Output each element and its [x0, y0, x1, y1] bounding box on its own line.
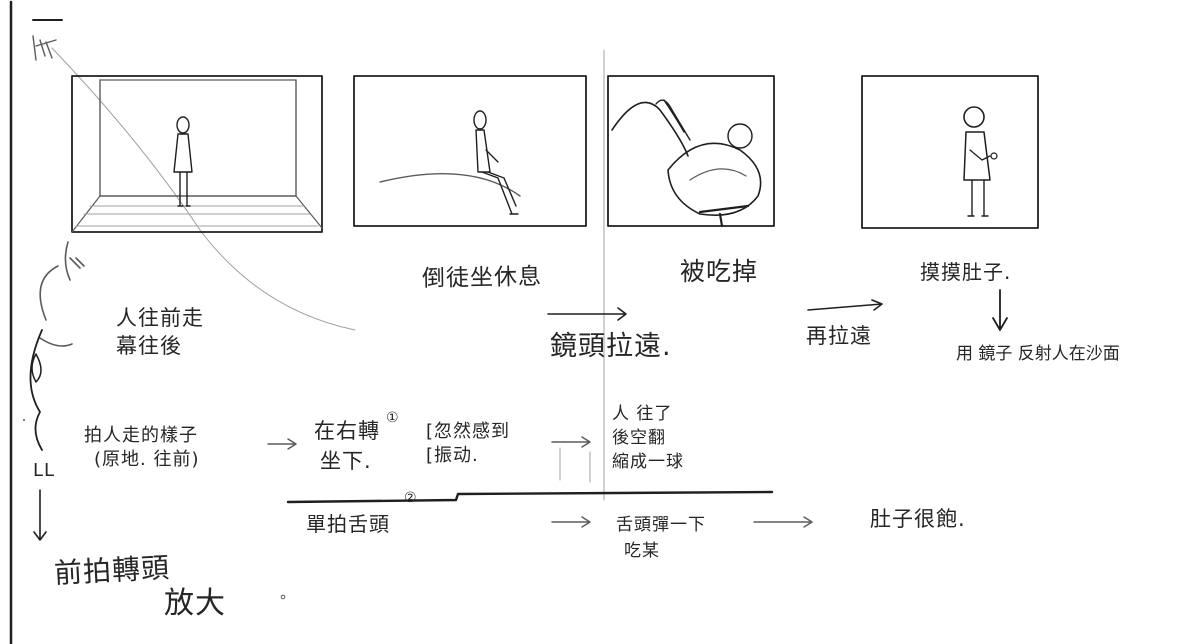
note-camera-pull: 鏡頭拉遠. [550, 331, 672, 362]
marker-1: ① [386, 410, 400, 426]
marker-2: ② [404, 490, 418, 506]
sitting-figure [473, 110, 519, 215]
note-walk-forward-line-1: 人往前走 [116, 306, 204, 330]
note-tongue-line-2: 吃某 [624, 541, 660, 561]
note-suddenly-line-2: [振动. [426, 445, 479, 466]
note-pull-again: 再拉遠 [806, 324, 872, 348]
arrow-tongue [551, 516, 591, 528]
arrow-turn-right [267, 438, 297, 450]
note-tongue-line-1: 舌頭彈一下 [616, 515, 706, 535]
note-shoot-walk: 拍人走的樣子 (原地. 往前) [84, 424, 200, 472]
note-turn-right-line-1: 在右轉 [314, 419, 380, 443]
caption-panel-3: 被吃掉 [680, 257, 759, 286]
side-mark: LL [33, 460, 56, 481]
note-flipped-line-1: 人 往了 [612, 404, 673, 424]
arrow-full-belly [753, 516, 813, 528]
note-tongue: 舌頭彈一下 吃某 [616, 512, 706, 564]
note-turn-right: 在右轉 坐下. [314, 416, 380, 476]
note-flipped-line-2: 後空翻 [612, 428, 666, 448]
arrow-pull-again [807, 299, 883, 311]
caption-panel-4: 摸摸肚子. [920, 260, 1012, 284]
note-turn-right-line-2: 坐下. [320, 449, 372, 473]
arrow-suddenly [551, 436, 591, 448]
note-walk-forward: 人往前走 幕往後 [116, 304, 204, 360]
left-margin-scribbles [9, 0, 356, 644]
note-zoom-in: 放大 [164, 586, 226, 621]
panel-2 [353, 75, 587, 227]
note-single-shot: 單拍舌頭 [306, 512, 390, 536]
timeline-divider [286, 490, 774, 504]
note-walk-forward-line-2: 幕往後 [116, 334, 182, 358]
note-pan-zoom: 前拍轉頭 [53, 550, 171, 591]
note-mirror-reflect: 用 鏡子 反射人在沙面 [956, 344, 1120, 364]
note-flipped: 人 往了 後空翻 縮成一球 [612, 402, 684, 474]
panel-3 [603, 49, 775, 501]
panel-1 [71, 75, 323, 233]
flow-arrows [267, 289, 1008, 528]
arrow-down-mirror [992, 289, 1008, 331]
note-full-belly: 肚子很飽. [870, 507, 966, 531]
note-suddenly-line-1: [忽然感到 [426, 421, 511, 442]
standing-figure [173, 116, 193, 207]
note-suddenly: [忽然感到 [振动. [426, 420, 510, 468]
note-shoot-walk-line-1: 拍人走的樣子 [84, 425, 198, 446]
arrow-camera-pull [547, 307, 627, 321]
belly-figure [963, 106, 998, 217]
note-shoot-walk-line-2: (原地. 往前) [94, 449, 200, 470]
panel-4 [861, 75, 1039, 229]
caption-panel-2: 倒徒坐休息 [421, 263, 543, 293]
note-flipped-line-3: 縮成一球 [612, 452, 684, 472]
